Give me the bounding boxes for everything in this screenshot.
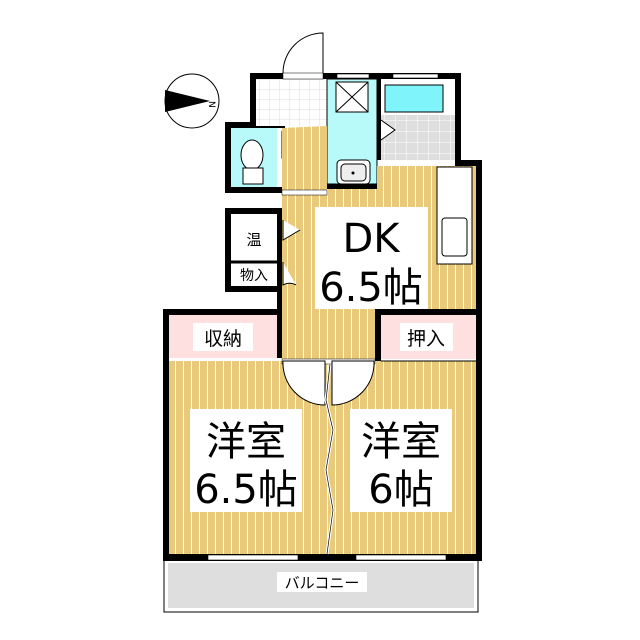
western-right-name-label: 洋室 [361, 419, 441, 465]
western-left-size-label: 6.5帖 [194, 467, 298, 513]
toilet-icon [240, 139, 264, 185]
bath-door[interactable] [380, 119, 396, 141]
storage-left-label: 収納 [204, 328, 242, 350]
western-right-size-label: 6帖 [368, 467, 433, 513]
dk-size-label: 6.5帖 [319, 265, 423, 311]
sink-icon [441, 217, 468, 257]
laundry-pan-icon [335, 81, 369, 113]
bathtub-icon [384, 84, 444, 113]
storage-small-label: 物入 [240, 268, 268, 284]
room-doors[interactable] [282, 360, 375, 406]
entrance-floor [256, 79, 327, 126]
compass-icon: N [164, 73, 220, 129]
balcony-label: バルコニー [285, 574, 360, 592]
washbasin-icon [336, 159, 371, 185]
closet-right-label: 押入 [407, 328, 445, 350]
dk-name-label: DK [342, 216, 401, 262]
water-heater-label: 温 [246, 231, 261, 249]
entrance-door[interactable] [282, 32, 324, 74]
windows [207, 73, 447, 561]
storage-doors[interactable] [282, 220, 301, 286]
compass-north-label: N [206, 101, 216, 108]
western-left-name-label: 洋室 [206, 419, 286, 465]
